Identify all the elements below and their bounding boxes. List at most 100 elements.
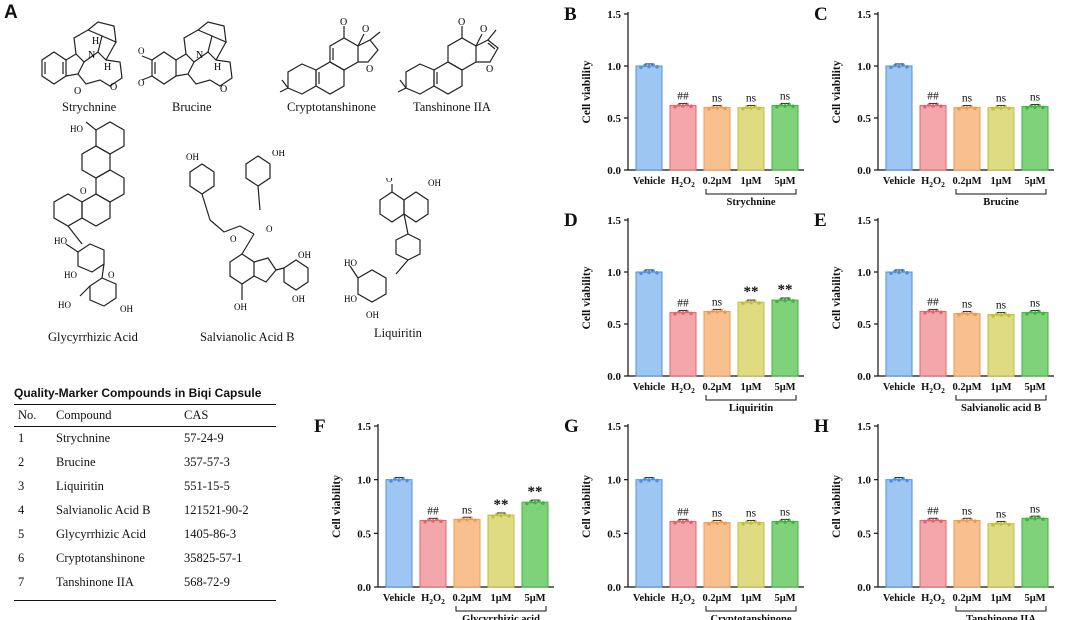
significance-label: ns [780,91,791,103]
significance-label: ns [962,505,973,517]
data-point [405,478,409,483]
chem-label-o: O [266,224,273,234]
brucine-structure: O O N H O [138,21,233,95]
data-point [473,518,477,523]
x-tick-label: 1μM [740,593,761,604]
data-point [723,106,727,111]
y-tick-label: 0.5 [857,113,871,125]
data-point [1007,313,1011,318]
y-tick-label: 0.5 [607,113,621,125]
data-point [673,104,677,109]
table-cell: 1405-86-3 [184,527,237,541]
data-point [723,310,727,315]
panel-letter-a: A [4,2,18,23]
data-point [939,310,943,315]
data-point [647,64,651,69]
data-point [779,103,783,107]
group-bracket [955,189,1047,195]
data-point [897,64,901,69]
bar [635,65,663,171]
x-tick-label: 5μM [1024,176,1045,187]
y-tick-label: 1.5 [607,215,621,227]
y-axis-label: Cell viability [831,475,843,538]
data-point [991,107,995,111]
y-tick-label: 0.0 [857,582,871,594]
x-tick-label: 5μM [524,593,545,604]
data-point [965,106,969,110]
table-title: Quality-Marker Compounds in Biqi Capsule [14,386,262,400]
data-point [775,104,779,109]
data-point [1033,516,1037,521]
y-tick-label: 1.0 [857,267,871,279]
bar [987,314,1015,377]
x-tick-label: 1μM [990,382,1011,393]
data-point [999,522,1003,526]
group-label: Glycyrrhizic acid [462,614,540,620]
x-tick-label: 1μM [490,593,511,604]
data-point [689,104,693,109]
y-tick-label: 1.5 [607,421,621,433]
data-point [457,518,461,523]
data-point [905,478,909,483]
y-tick-label: 0.5 [357,528,371,540]
compound-label-glycyrrhizic: Glycyrrhizic Acid [48,330,138,344]
table-cell: Brucine [56,455,96,469]
chem-label-oh: OH [234,302,247,312]
data-point [707,107,711,111]
data-point [939,104,943,109]
significance-label: ** [494,497,509,513]
significance-label: ns [996,300,1007,312]
data-point [681,104,685,108]
data-point [927,518,931,522]
compound-label-tanshinone: Tanshinone IIA [413,100,491,114]
bar [919,311,947,377]
cryptotanshinone-structure: O O O [279,17,381,95]
significance-label: ns [712,93,723,105]
x-tick-label: 1μM [990,593,1011,604]
x-tick-label: H2O2 [921,382,945,395]
table-cell: Strychnine [56,431,111,445]
panel-letter: E [814,210,827,231]
data-point [1007,522,1011,527]
data-point [647,270,651,275]
x-tick-label: 0.2μM [703,593,732,604]
data-point [677,310,681,314]
x-tick-label: 5μM [1024,593,1045,604]
data-point [393,477,397,481]
table-header: CAS [180,404,276,427]
y-tick-label: 0.0 [857,165,871,177]
x-tick-label: 0.2μM [703,382,732,393]
x-tick-label: Vehicle [633,593,666,604]
y-tick-label: 0.5 [607,528,621,540]
chem-label-ho: HO [54,236,67,246]
data-point [655,65,659,69]
chem-label-o: O [230,234,237,244]
data-point [389,479,393,483]
data-point [1041,517,1045,521]
data-point [745,105,749,109]
y-tick-label: 1.0 [607,267,621,279]
data-point [639,65,643,70]
data-point [927,103,931,107]
y-axis-label: Cell viability [581,266,593,329]
chem-label-o: O [458,17,465,28]
data-point [707,310,711,315]
chem-label-o: O [138,46,145,56]
significance-label: ns [712,508,723,520]
significance-label: ## [927,297,939,309]
bar [987,107,1015,171]
x-tick-label: H2O2 [421,593,445,606]
bar [919,105,947,171]
data-point [893,63,897,68]
significance-label: ** [528,484,543,500]
data-point [681,520,685,524]
y-tick-label: 0.5 [607,319,621,331]
data-point [431,519,435,523]
